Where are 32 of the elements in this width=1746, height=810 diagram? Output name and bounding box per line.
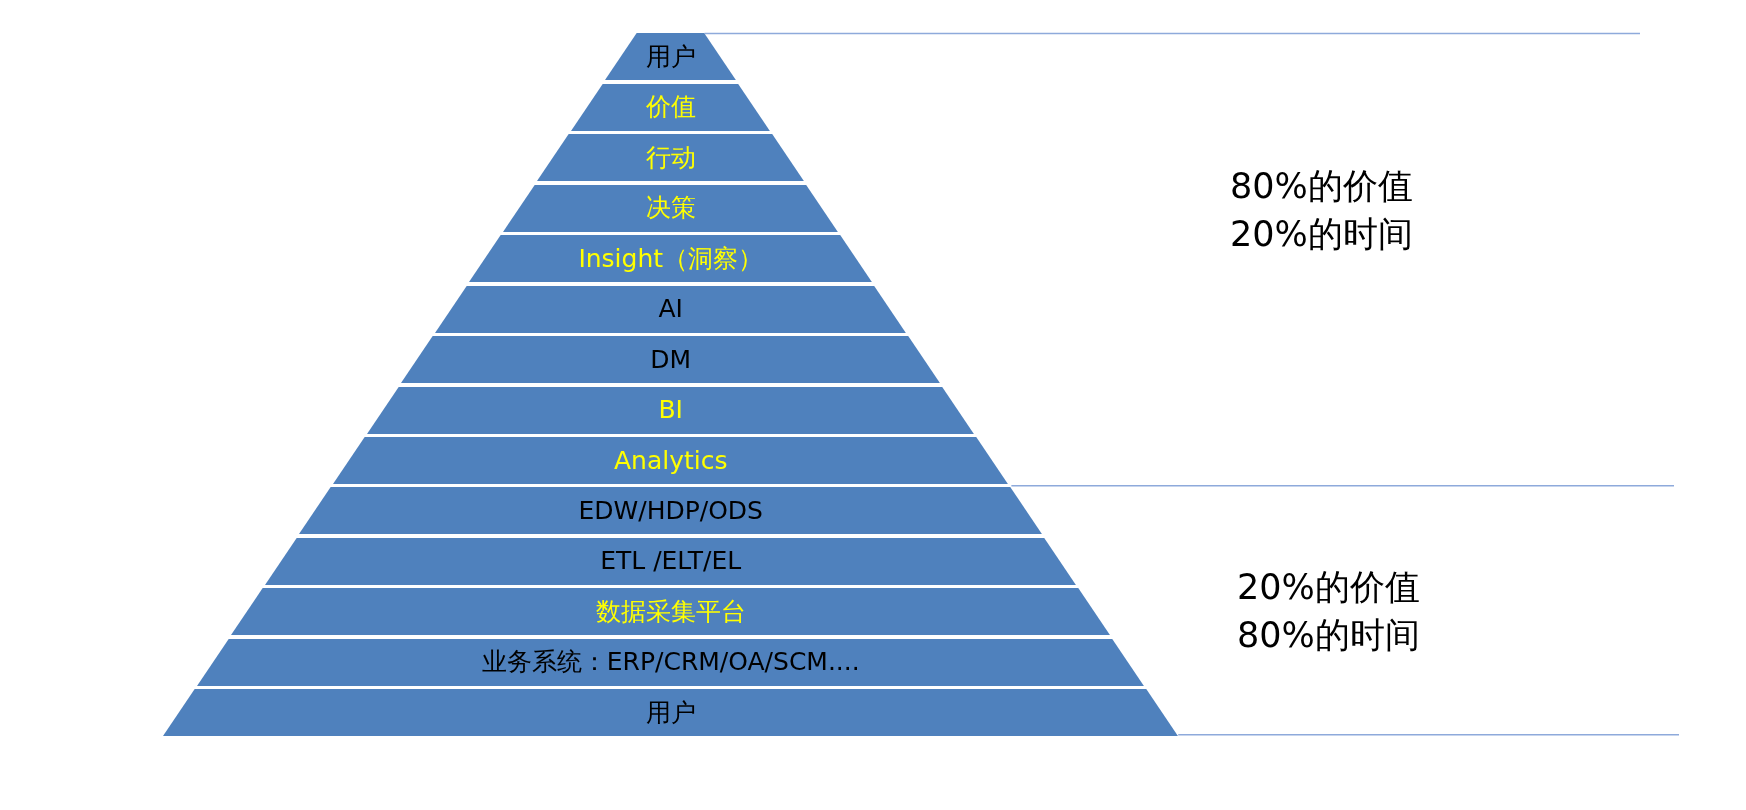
tier-label: 行动: [645, 142, 696, 173]
tier-label: 用户: [645, 41, 696, 72]
pyramid-tier: [605, 33, 737, 81]
pyramid-tier: [435, 285, 907, 333]
tier-label: DM: [650, 344, 692, 375]
annotation-text: 80%的时间: [1237, 614, 1420, 657]
pyramid-tier: [231, 588, 1111, 636]
tier-label: ETL /ELT/EL: [600, 546, 742, 577]
tier-label: 价值: [645, 92, 696, 123]
pyramid-tier: [197, 638, 1145, 686]
tier-label: AI: [658, 294, 683, 325]
tier-label: 用户: [645, 697, 696, 728]
pyramid-tier: [299, 487, 1043, 535]
tier-label: Analytics: [613, 445, 728, 476]
annotation-text: 20%的价值: [1237, 566, 1420, 609]
tier-label: 数据采集平台: [595, 596, 746, 627]
annotation-text: 20%的时间: [1230, 213, 1413, 256]
tier-label: 业务系统：ERP/CRM/OA/SCM....: [481, 647, 860, 678]
pyramid-tier: [571, 83, 771, 131]
tier-label: 决策: [645, 193, 696, 224]
tier-label: Insight（洞察）: [578, 243, 764, 274]
tier-label: BI: [658, 395, 683, 426]
pyramid-tier: [367, 386, 975, 434]
pyramid-tier: [469, 235, 873, 283]
annotation-text: 80%的价值: [1230, 165, 1413, 208]
pyramid-tier: [503, 184, 839, 232]
pyramid-tier: [401, 336, 941, 384]
pyramid-tier: [265, 537, 1077, 585]
pyramid-tier: [333, 437, 1009, 484]
pyramid-tier: [537, 134, 805, 182]
tier-label: EDW/HDP/ODS: [578, 495, 763, 526]
pyramid-tier: [163, 689, 1179, 737]
